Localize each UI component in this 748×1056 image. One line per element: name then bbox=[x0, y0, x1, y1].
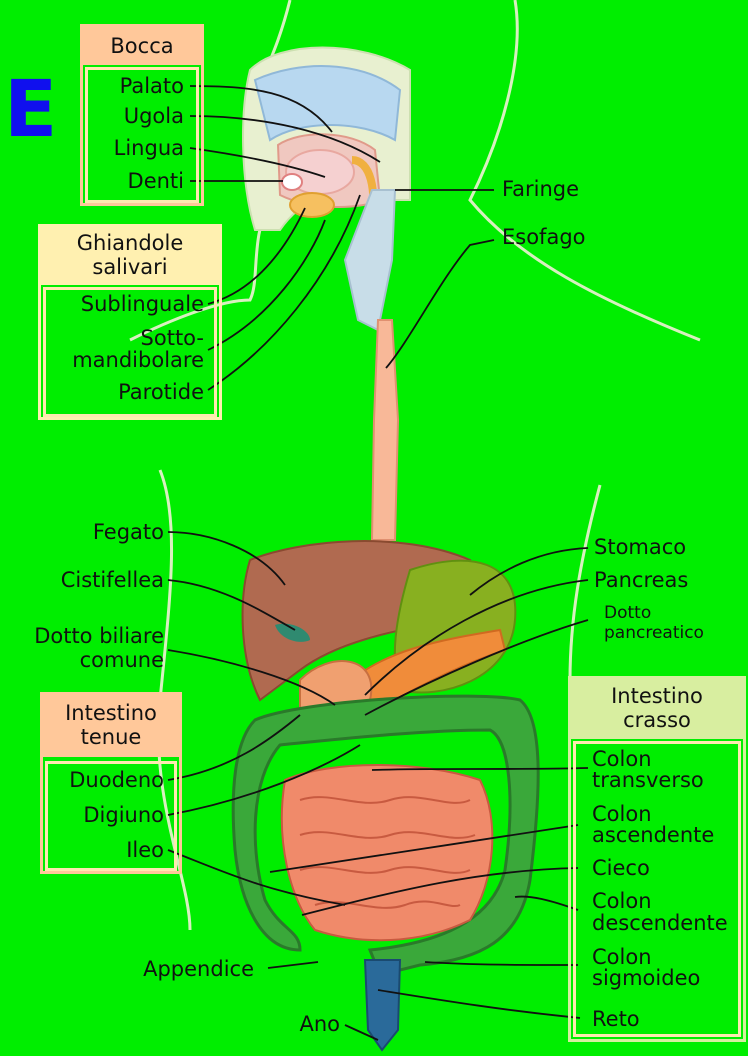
crasso-header: Intestino crasso bbox=[571, 679, 743, 739]
tenue-header: Intestino tenue bbox=[43, 695, 179, 757]
small-intestine bbox=[282, 765, 492, 940]
label-digiuno: Digiuno bbox=[83, 803, 164, 827]
tenue-header-line2: tenue bbox=[43, 725, 179, 749]
panel-letter: E bbox=[4, 70, 57, 150]
label-colon-sigmoideo-2: sigmoideo bbox=[592, 966, 700, 990]
label-cistifellea: Cistifellea bbox=[61, 568, 164, 592]
label-colon-transverso-2: transverso bbox=[592, 768, 704, 792]
label-dotto-biliare-1: Dotto biliare bbox=[34, 624, 164, 648]
label-colon-ascendente-2: ascendente bbox=[592, 823, 714, 847]
ghiandole-header-line2: salivari bbox=[41, 255, 219, 279]
label-reto: Reto bbox=[592, 1007, 640, 1031]
ghiandole-header-line1: Ghiandole bbox=[41, 231, 219, 255]
label-parotide: Parotide bbox=[118, 380, 204, 404]
label-dotto-pancreatico-2: pancreatico bbox=[604, 624, 704, 643]
label-pancreas: Pancreas bbox=[594, 568, 688, 592]
label-ileo: Ileo bbox=[126, 838, 164, 862]
label-dotto-biliare-2: comune bbox=[80, 648, 164, 672]
bocca-header: Bocca bbox=[83, 27, 201, 65]
crasso-header-line2: crasso bbox=[571, 708, 743, 732]
label-appendice: Appendice bbox=[143, 957, 254, 981]
label-palato: Palato bbox=[120, 74, 184, 98]
crasso-header-line1: Intestino bbox=[571, 684, 743, 708]
label-fegato: Fegato bbox=[93, 520, 164, 544]
label-colon-descendente-2: descendente bbox=[592, 911, 728, 935]
label-ano: Ano bbox=[299, 1012, 340, 1036]
label-sotto: Sotto- bbox=[141, 326, 204, 350]
label-lingua: Lingua bbox=[114, 136, 184, 160]
label-stomaco: Stomaco bbox=[594, 535, 686, 559]
tenue-header-line1: Intestino bbox=[43, 701, 179, 725]
label-sublinguale: Sublinguale bbox=[81, 292, 204, 316]
label-ugola: Ugola bbox=[124, 104, 184, 128]
label-faringe: Faringe bbox=[502, 177, 579, 201]
label-denti: Denti bbox=[128, 169, 184, 193]
label-duodeno: Duodeno bbox=[69, 768, 164, 792]
bocca-header-text: Bocca bbox=[110, 34, 173, 58]
label-cieco: Cieco bbox=[592, 856, 650, 880]
esophagus bbox=[345, 190, 398, 540]
label-dotto-pancreatico-1: Dotto bbox=[604, 604, 651, 623]
ghiandole-header: Ghiandole salivari bbox=[41, 227, 219, 285]
label-mandibolare: mandibolare bbox=[72, 348, 204, 372]
label-esofago: Esofago bbox=[502, 225, 586, 249]
label-colon-descendente-1: Colon bbox=[592, 889, 652, 913]
